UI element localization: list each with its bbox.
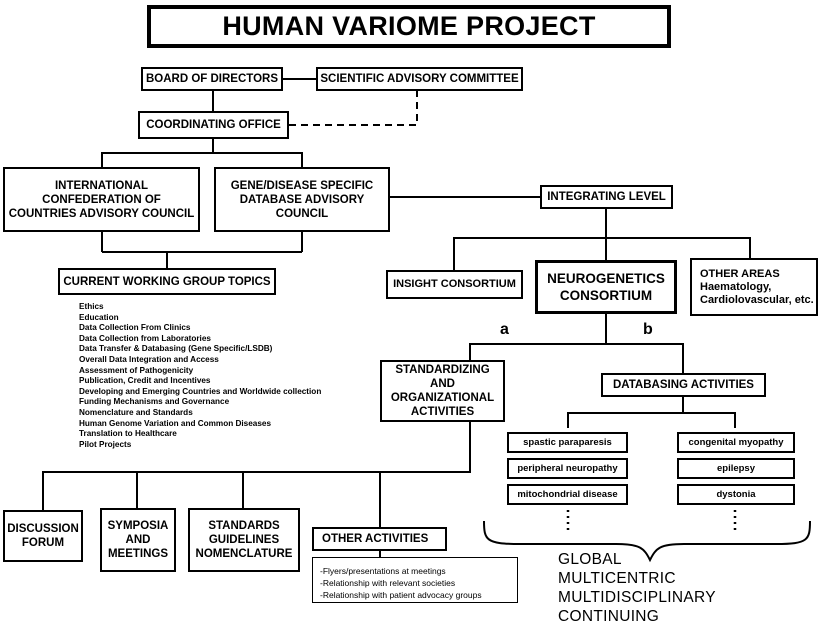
gdsdac-label: GENE/DISEASE SPECIFIC DATABASE ADVISORY … [230,179,374,220]
activity-item: -Relationship with patient advocacy grou… [320,590,482,600]
disease-box-spastic-paraparesis: spastic paraparesis [507,432,628,453]
line-ab-bar [469,343,684,373]
working-group-topics: Ethics Education Data Collection From Cl… [79,302,321,450]
other-activities-label: OTHER ACTIVITIES [322,533,429,545]
disease-label: peripheral neuropathy [517,462,618,474]
topic-item: Ethics [79,302,104,311]
other-areas-box: OTHER AREAS Haematology, Cardiolovascula… [690,258,818,316]
icc-council-box: INTERNATIONAL CONFEDERATION OF COUNTRIES… [3,167,200,232]
topic-item: Pilot Projects [79,439,132,449]
disease-box-dystonia: dystonia [677,484,795,505]
global-line: GLOBAL [558,551,622,568]
symposia-box: SYMPOSIA AND MEETINGS [100,508,176,572]
topic-item: Data Collection from Laboratories [79,333,211,343]
integrating-level-box: INTEGRATING LEVEL [540,185,673,209]
topic-item: Funding Mechanisms and Governance [79,397,230,407]
global-brace [483,520,811,563]
global-line: CONTINUING [558,608,660,625]
topic-item: Education [79,312,119,322]
activities-list: -Flyers/presentations at meetings -Relat… [320,565,482,601]
global-line: MULTIDISCIPLINARY [558,589,716,606]
coordinating-label: COORDINATING OFFICE [146,119,281,131]
disease-label: dystonia [716,488,756,500]
global-qualifiers: GLOBAL MULTICENTRIC MULTIDISCIPLINARY CO… [558,550,716,626]
branch-label-a: a [500,321,509,338]
line-councils-bar [101,152,303,167]
gene-disease-council-box: GENE/DISEASE SPECIFIC DATABASE ADVISORY … [214,167,390,232]
icc-label: INTERNATIONAL CONFEDERATION OF COUNTRIES… [8,179,195,220]
disease-label: mitochondrial disease [517,488,618,500]
topic-item: Data Collection From Clinics [79,323,191,333]
discussion-label: DISCUSSION FORUM [7,523,79,549]
standards-label: STANDARDS GUIDELINES NOMENCLATURE [195,520,293,560]
neuro-label: NEUROGENETICS CONSORTIUM [547,271,665,303]
page-title-text: HUMAN VARIOME PROJECT [222,11,596,41]
integrating-label: INTEGRATING LEVEL [547,191,666,203]
discussion-forum-box: DISCUSSION FORUM [3,510,83,562]
working-group-box: CURRENT WORKING GROUP TOPICS [58,268,276,295]
activity-item: -Relationship with relevant societies [320,578,456,588]
topic-item: Publication, Credit and Incentives [79,376,211,386]
other-activities-box: OTHER ACTIVITIES [312,527,447,551]
neurogenetics-consortium-box: NEUROGENETICS CONSORTIUM [535,260,677,314]
standardizing-box: STANDARDIZING AND ORGANIZATIONAL ACTIVIT… [380,360,505,422]
disease-box-peripheral-neuropathy: peripheral neuropathy [507,458,628,479]
activity-item: -Flyers/presentations at meetings [320,566,446,576]
databasing-label: DATABASING ACTIVITIES [613,379,754,391]
disease-label: epilepsy [716,462,756,474]
activities-list-box [312,557,518,603]
topic-item: Overall Data Integration and Access [79,354,219,364]
topic-item: Human Genome Variation and Common Diseas… [79,418,272,428]
topic-item: Data Transfer & Databasing (Gene Specifi… [79,344,273,354]
disease-box-mitochondrial-disease: mitochondrial disease [507,484,628,505]
insight-label: INSIGHT CONSORTIUM [393,278,516,290]
topic-item: Translation to Healthcare [79,429,177,439]
standards-box: STANDARDS GUIDELINES NOMENCLATURE [188,508,300,572]
scientific-advisory-box: SCIENTIFIC ADVISORY COMMITTEE [316,67,523,91]
board-label: BOARD OF DIRECTORS [145,73,279,85]
disease-label: congenital myopathy [688,436,784,448]
symposia-label: SYMPOSIA AND MEETINGS [107,520,169,560]
disease-box-congenital-myopathy: congenital myopathy [677,432,795,453]
page-title: HUMAN VARIOME PROJECT [147,5,671,48]
line-consortia-bar [453,237,751,270]
global-line: MULTICENTRIC [558,570,676,587]
coordinating-office-box: COORDINATING OFFICE [138,111,289,139]
disease-box-epilepsy: epilepsy [677,458,795,479]
topic-item: Nomenclature and Standards [79,407,193,417]
insight-consortium-box: INSIGHT CONSORTIUM [386,270,523,299]
sac-label: SCIENTIFIC ADVISORY COMMITTEE [320,73,519,85]
standardizing-label: STANDARDIZING AND ORGANIZATIONAL ACTIVIT… [390,364,495,418]
line-sac-coordinating-dashed [289,91,418,126]
databasing-box: DATABASING ACTIVITIES [601,373,766,397]
topic-item: Developing and Emerging Countries and Wo… [79,386,322,396]
working-group-label: CURRENT WORKING GROUP TOPICS [63,275,271,288]
branch-label-b: b [643,321,653,338]
line-diseases-bar [567,412,736,428]
topic-item: Assessment of Pathogenicity [79,365,194,375]
line-activities-bar [42,422,471,510]
disease-label: spastic paraparesis [523,436,612,448]
board-of-directors-box: BOARD OF DIRECTORS [141,67,283,91]
other-areas-label: OTHER AREAS Haematology, Cardiolovascula… [700,267,814,306]
